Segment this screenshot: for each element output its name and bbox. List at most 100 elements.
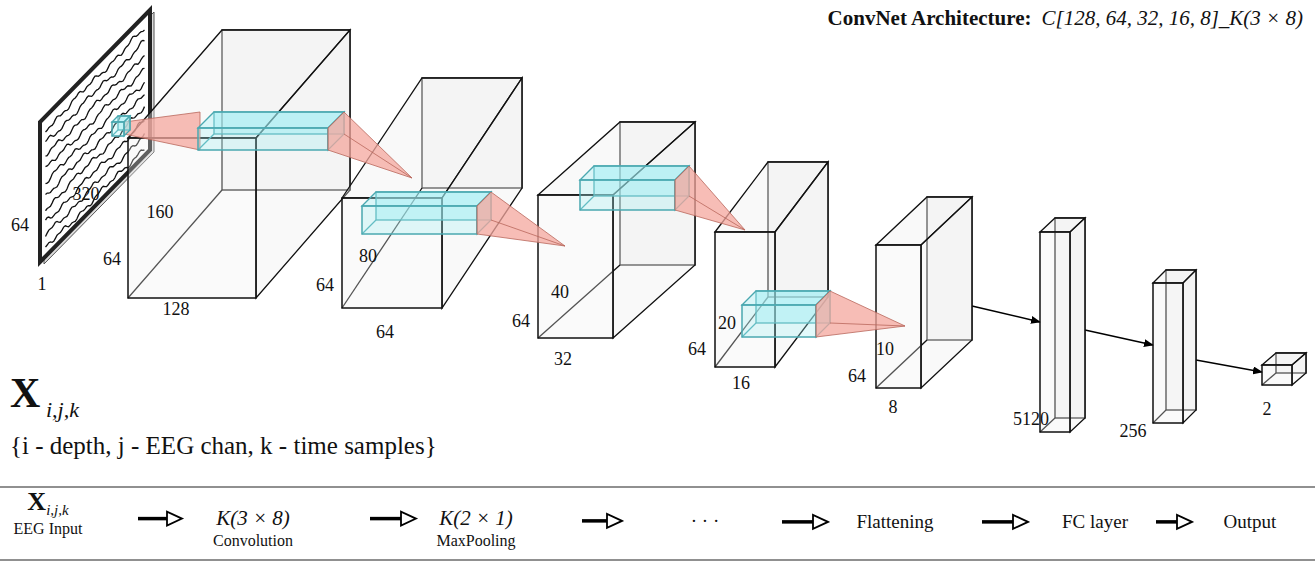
connector-shaft xyxy=(1156,520,1177,524)
connector-shaft xyxy=(982,520,1013,524)
step-name: Flattening xyxy=(832,510,958,534)
tensor-symbol: X xyxy=(27,487,46,516)
feature-cuboid xyxy=(1153,270,1196,423)
dimension-label: 10 xyxy=(876,340,894,360)
dimension-label: 40 xyxy=(551,283,569,303)
arrowhead xyxy=(813,515,828,529)
kernel-cone-edge xyxy=(344,134,412,178)
kernel-size: K(3 × 8) xyxy=(186,506,320,531)
dimension-label: 2 xyxy=(1263,400,1272,420)
kernel-cone xyxy=(477,192,565,246)
feature-cuboid xyxy=(715,162,828,367)
feature-cuboid-side xyxy=(256,30,350,298)
kernel-cone xyxy=(328,112,412,178)
feature-cuboid-front xyxy=(1040,232,1070,432)
kernel-prism xyxy=(580,166,689,210)
dimension-label: 320 xyxy=(73,185,100,205)
flow-step: FC layer xyxy=(1032,510,1152,534)
feature-cuboid xyxy=(1262,353,1306,385)
feature-cuboid-front xyxy=(128,138,256,298)
flow-connector xyxy=(370,512,416,526)
kernel-patch xyxy=(112,116,130,136)
rule-line xyxy=(0,559,1315,560)
feature-cuboid-front xyxy=(1262,365,1292,385)
dimension-label: 64 xyxy=(316,276,334,296)
architecture-formula: C[128, 64, 32, 16, 8]_K(3 × 8) xyxy=(1041,6,1303,30)
step-caption: EEG Input xyxy=(6,519,90,538)
feature-cuboid-front xyxy=(538,195,613,338)
dimension-label: 64 xyxy=(688,340,706,360)
arrowhead xyxy=(1177,515,1192,529)
symbol-line: Xi,j,k xyxy=(6,488,90,519)
kernel-prism xyxy=(198,112,344,150)
dimension-label: 64 xyxy=(512,312,530,332)
dimension-label: 80 xyxy=(359,247,377,267)
flow-connector xyxy=(138,512,182,526)
kernel-cone-edge xyxy=(689,196,745,230)
tensor-symbol: X xyxy=(10,370,40,416)
kernel-cone xyxy=(816,291,905,337)
flow-step: · · · xyxy=(626,509,778,533)
flow-connector xyxy=(782,515,828,529)
dimension-label: 64 xyxy=(848,367,866,387)
flow-arrow xyxy=(1196,360,1262,372)
connector-shaft xyxy=(582,519,607,523)
title: ConvNet Architecture: xyxy=(828,6,1032,30)
dimension-label: 5120 xyxy=(1013,410,1049,430)
connector-shaft xyxy=(138,517,167,521)
feature-cuboid-front xyxy=(1153,283,1183,423)
step-name: Output xyxy=(1196,510,1304,534)
dimension-label: 64 xyxy=(103,250,121,270)
kernel-prism-top xyxy=(742,291,830,305)
flow-connector xyxy=(582,514,622,528)
dimension-label: 8 xyxy=(889,398,898,418)
arrowhead xyxy=(1013,515,1028,529)
kernel-patch-side xyxy=(124,116,130,136)
dimension-label: 20 xyxy=(718,314,736,334)
dimension-label: 16 xyxy=(732,374,750,394)
connector-shaft xyxy=(370,517,401,521)
feature-cuboid xyxy=(128,30,350,298)
flow-step: Flattening xyxy=(832,510,978,534)
kernel-prism-top xyxy=(580,166,689,180)
kernel-cone-edge xyxy=(491,220,565,246)
flow-step: Output xyxy=(1196,510,1308,534)
feature-cuboid-side xyxy=(1070,218,1085,432)
dimension-label: 160 xyxy=(147,203,174,223)
step-caption: MaxPooling xyxy=(420,531,532,550)
axis-note: {i - depth, j - EEG chan, k - time sampl… xyxy=(10,432,437,460)
title-block: ConvNet Architecture: C[128, 64, 32, 16, … xyxy=(828,6,1303,31)
feature-cuboid-side xyxy=(1183,270,1196,423)
arrowhead xyxy=(401,512,416,526)
feature-cuboid xyxy=(342,78,522,308)
feature-cuboid-side xyxy=(921,197,972,388)
flow-arrow xyxy=(1085,330,1153,345)
feature-cuboid-side xyxy=(613,122,695,338)
flow-step: Xi,j,kEEG Input xyxy=(6,488,134,538)
kernel-prism xyxy=(362,192,491,234)
eeg-trace xyxy=(46,41,145,142)
kernel-prism-front xyxy=(362,206,477,234)
rule-line xyxy=(0,486,1315,487)
dimension-label: 32 xyxy=(554,350,572,370)
kernel-size: K(2 × 1) xyxy=(420,506,532,531)
kernel-prism-front xyxy=(198,128,328,150)
feature-cuboid xyxy=(1040,218,1085,432)
step-name: FC layer xyxy=(1038,510,1152,534)
flow-connector xyxy=(982,515,1028,529)
tensor-subscript: i,j,k xyxy=(46,502,69,518)
flow-arrow xyxy=(972,306,1040,322)
arrowhead xyxy=(607,514,622,528)
step-name: · · · xyxy=(632,509,778,533)
kernel-cone xyxy=(675,166,745,230)
kernel-patch-front xyxy=(112,122,124,136)
flow-step: K(3 × 8)Convolution xyxy=(186,506,366,550)
kernel-prism-front xyxy=(742,305,816,337)
dimension-label: 64 xyxy=(11,216,29,236)
kernel-prism-front xyxy=(580,180,675,210)
kernel-prism-top xyxy=(198,112,344,128)
tensor-symbol: i,j,k xyxy=(46,398,79,422)
feature-cuboid-side xyxy=(1292,353,1306,385)
dimension-label: 64 xyxy=(376,323,394,343)
